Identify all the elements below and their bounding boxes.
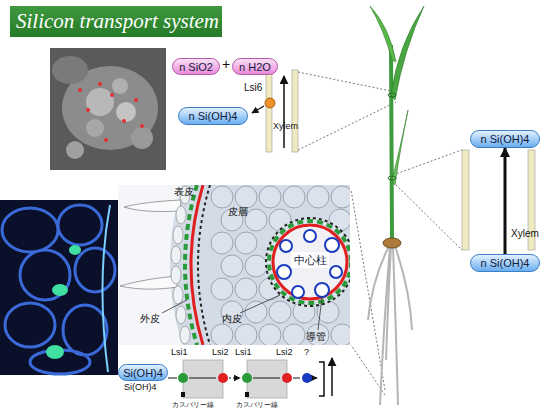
endodermis-lsi1 [269,221,350,303]
edge-label: Xylem [511,228,539,239]
silicic-acid-pill: n Si(OH)4 [470,130,540,148]
silica-signal [78,82,144,142]
endodermis-lsi2 [273,225,347,299]
endodermis-cell [247,360,287,398]
lsi6-transporter [265,98,275,108]
unknown-transporter [302,373,312,383]
leaf [391,6,424,100]
tissue-name: 表皮 [174,186,194,197]
cell-wall-strip [292,70,298,152]
casparian-mark [181,392,185,397]
node-text: n H2O [239,61,271,73]
plus-sign: + [222,57,230,72]
casparian-strip [198,185,210,345]
node-text: n SiO2 [179,61,213,73]
upward-arrow [331,358,333,396]
transporter-name: Lsi2 [212,348,229,358]
node-text: n Si(OH)4 [481,257,530,269]
silicic-acid-pill: Si(OH)4 [118,364,168,381]
bracket [319,362,324,396]
cell-wall-strip [266,70,272,152]
exodermis-lsi2 [191,185,203,345]
stem [391,45,392,240]
stem-node [388,176,396,180]
root [368,246,412,405]
stem-node [388,93,396,97]
micrograph-tissue [52,56,88,84]
node-text: 中心柱 [294,253,327,268]
cell-wall-stain [2,205,115,374]
nucleus-stain [46,245,81,359]
water-pill: n H2O [232,58,278,75]
fluorescence-image [0,200,118,375]
tissue-name: 内皮 [222,313,242,324]
micrograph-cell [112,78,128,94]
stele-label-box: 中心柱 [291,252,329,268]
silica-pill: n SiO2 [172,58,220,75]
transporter-name: Lsi2 [276,348,293,358]
transporter-name: Lsi6 [244,82,262,93]
silicic-acid-pill: n Si(OH)4 [178,107,248,125]
endodermis-casparian [266,218,350,306]
micrograph [50,48,166,170]
leaf [370,6,396,62]
flow-arrow [229,377,240,378]
lsi2-symbol [282,373,292,383]
xylem-vessel [277,230,342,298]
lsi1-symbol [178,373,188,383]
cell-wall-stain [102,205,110,372]
transporter-name: Lsi1 [171,348,188,358]
casparian-mark [245,392,249,397]
lsi2-symbol [218,373,228,383]
tissue-name: 外皮 [140,313,160,324]
exodermis-cell [183,360,223,398]
tissue-name: 皮層 [228,206,248,217]
micrograph-cell [66,141,84,159]
casparian-label: カスパリー線 [172,401,214,409]
xylem-flow-arrow [283,76,285,148]
leader-line [162,295,322,330]
compound-name: Si(OH)4 [124,383,157,393]
leaf [392,110,408,185]
node-text: Si(OH)4 [123,367,163,379]
silicic-acid-pill: n Si(OH)4 [470,254,540,272]
xylem-flow-arrow [504,148,507,254]
epidermis-cell [171,186,190,344]
tissue-name: 導管 [306,331,326,342]
micrograph-cell [86,88,114,116]
casparian-label: カスパリー線 [236,401,278,409]
micrograph-cell [86,119,104,137]
cell-wall-strip [462,150,469,250]
unknown-mark: ? [304,348,309,358]
seed [383,238,401,248]
micrograph-cell [131,127,153,149]
xylem-band [266,70,298,152]
title-banner: Silicon transport system [10,6,222,37]
lsi1-symbol [242,373,252,383]
node-text: n Si(OH)4 [189,110,238,122]
micrograph-cell [116,102,136,122]
node-text: n Si(OH)4 [481,133,530,145]
unloading-arrow [252,106,264,113]
tissue-name: Xylem [273,122,298,132]
title-text: Silicon transport system [16,9,219,34]
transporter-name: Lsi1 [235,348,252,358]
cortex-cell [211,186,350,345]
